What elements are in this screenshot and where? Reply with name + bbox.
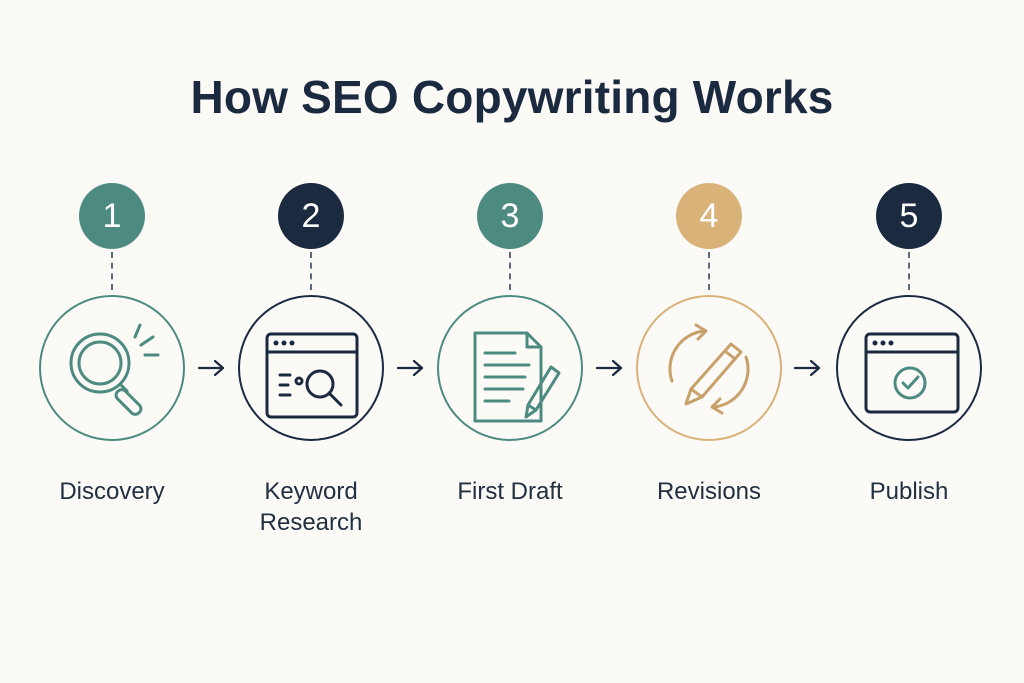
pencil-refresh-icon: [668, 323, 750, 415]
browser-check-icon: [864, 332, 960, 414]
step-label: First Draft: [457, 478, 563, 505]
step-label: Revisions: [656, 478, 762, 505]
step-publish: 5 Publish: [834, 0, 984, 683]
step-icon-circle: [836, 295, 982, 441]
browser-search-icon: [265, 332, 359, 419]
step-keyword-research: 2 Keyword: [236, 0, 386, 683]
step-number-badge: 5: [876, 183, 942, 249]
step-icon-circle: [636, 295, 782, 441]
diagram-title: How SEO Copywriting Works: [190, 71, 834, 123]
step-label: Discovery: [59, 478, 165, 505]
connector-dashed-line: [708, 252, 710, 290]
document-pencil-icon: [473, 331, 561, 423]
step-icon-circle: [39, 295, 185, 441]
step-number-badge: 1: [79, 183, 145, 249]
magnifier-icon: [69, 323, 160, 416]
connector-dashed-line: [310, 252, 312, 290]
step-icon-circle: [238, 295, 384, 441]
step-label: Publish: [869, 478, 949, 505]
step-number-badge: 2: [278, 183, 344, 249]
arrow-right-icon: [396, 359, 424, 377]
step-number-badge: 4: [676, 183, 742, 249]
arrow-right-icon: [793, 359, 821, 377]
connector-dashed-line: [111, 252, 113, 290]
step-revisions: 4 Revisions: [634, 0, 784, 683]
connector-dashed-line: [908, 252, 910, 290]
step-first-draft: 3 First Draft: [435, 0, 585, 683]
step-discovery: 1 Discovery: [37, 0, 187, 683]
step-number-badge: 3: [477, 183, 543, 249]
arrow-right-icon: [595, 359, 623, 377]
arrow-right-icon: [197, 359, 225, 377]
connector-dashed-line: [509, 252, 511, 290]
step-icon-circle: [437, 295, 583, 441]
step-label: Keyword Research: [259, 478, 363, 536]
